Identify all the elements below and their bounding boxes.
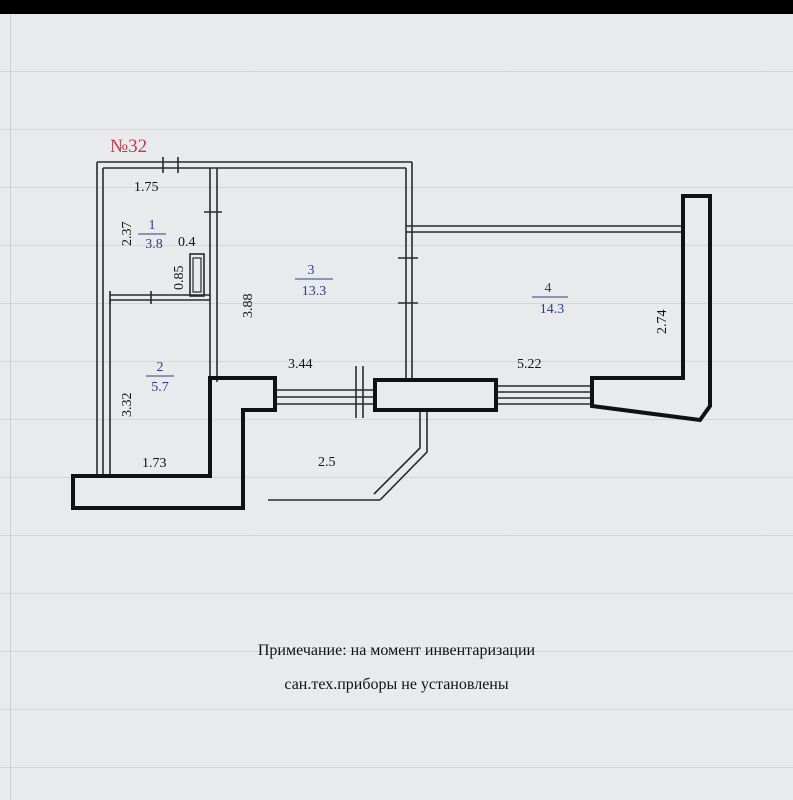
dimensions: 1.75 2.37 0.4 0.85 3.88 3.44 5.22 2.74 3…	[120, 180, 670, 471]
room-1-number: 1	[149, 218, 156, 233]
dimension-3-32: 3.32	[120, 393, 135, 418]
room-labels: 1 3.8 2 5.7 3 13.3 4 14.3	[138, 218, 568, 395]
dimension-2-37: 2.37	[120, 222, 135, 247]
room-1-area: 3.8	[145, 237, 163, 252]
thick-walls	[71, 194, 712, 510]
room-4-area: 14.3	[540, 302, 565, 317]
thin-walls	[96, 157, 685, 501]
note-line-2: сан.тех.приборы не установлены	[284, 676, 509, 693]
dimension-1-75: 1.75	[134, 180, 159, 195]
room-3-area: 13.3	[302, 284, 327, 299]
document-sheet: №32	[0, 14, 793, 800]
note-line-1: Примечание: на момент инвентаризации	[257, 642, 536, 659]
dimension-3-44: 3.44	[288, 357, 313, 372]
room-4-number: 4	[545, 281, 552, 296]
dimension-5-22: 5.22	[517, 357, 542, 372]
apartment-number: №32	[110, 136, 147, 157]
dimension-2-74: 2.74	[655, 310, 670, 335]
room-2-area: 5.7	[151, 380, 169, 395]
dimension-1-73: 1.73	[142, 456, 167, 471]
room-2-number: 2	[157, 360, 164, 375]
dimension-2-5: 2.5	[318, 455, 336, 470]
room-3-number: 3	[308, 263, 315, 278]
dimension-0-85: 0.85	[172, 266, 187, 291]
floor-plan: №32	[71, 136, 712, 510]
dimension-0-4: 0.4	[178, 235, 196, 250]
dimension-3-88: 3.88	[241, 294, 256, 319]
